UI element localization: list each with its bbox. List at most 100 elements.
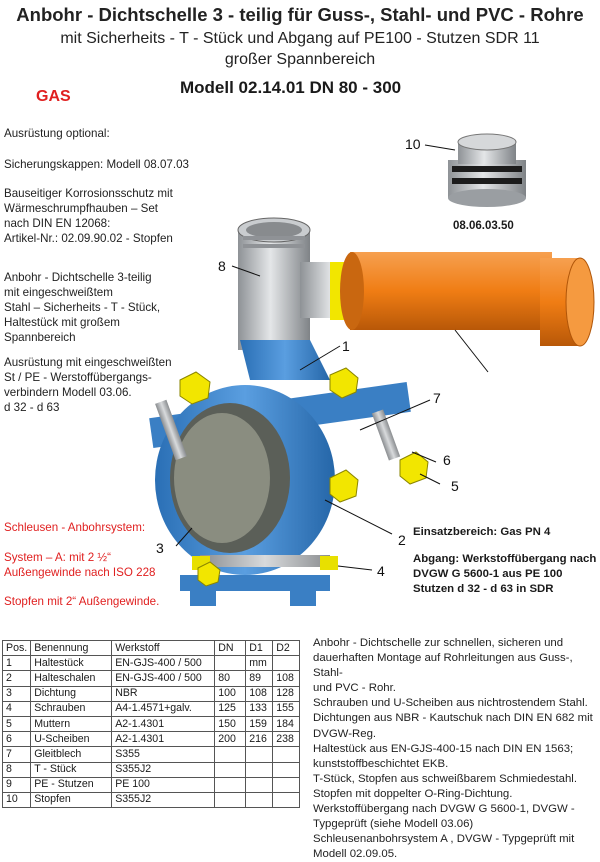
table-cell: EN-GJS-400 / 500	[111, 655, 216, 672]
table-cell: Stopfen	[30, 791, 113, 809]
einsatz-text: Einsatzbereich: Gas PN 4	[413, 526, 551, 538]
stopfen-part	[448, 133, 526, 207]
red-text-2: System – A: mit 2 ½“	[4, 551, 111, 564]
description-line: Typgeprüft (siehe Modell 03.06)	[313, 818, 474, 831]
left-text-10: Haltestück mit großem	[4, 316, 120, 329]
leader-lines	[175, 144, 489, 571]
table-cell	[272, 655, 301, 672]
table-cell: 128	[272, 685, 301, 702]
table-cell: 80	[214, 670, 247, 687]
table-cell	[214, 776, 247, 793]
clamp-body	[149, 340, 411, 606]
table-cell: PE 100	[111, 776, 216, 793]
table-cell: 8	[1, 761, 32, 778]
table-cell: A2-1.4301	[111, 731, 216, 748]
table-cell: S355J2	[111, 791, 216, 809]
pe-stutzen-part	[330, 252, 595, 347]
table-header-cell: D1	[245, 639, 274, 657]
table-header-row: Pos. Benennung Werkstoff DN D1 D2	[1, 639, 301, 657]
table-cell: NBR	[111, 685, 216, 702]
table-cell: 238	[272, 731, 301, 748]
left-text-6: Artikel-Nr.: 02.09.90.02 - Stopfen	[4, 232, 173, 245]
bolts	[155, 367, 429, 587]
table-cell: S355	[111, 746, 216, 763]
table-cell: 89	[245, 670, 274, 687]
left-text-14: verbindern Modell 03.06.	[4, 386, 132, 399]
description-line: kunststoffbeschichtet EKB.	[313, 757, 449, 770]
callout-2: 2	[398, 532, 406, 548]
table-cell: Gleitblech	[30, 746, 113, 763]
stopfen-code: 08.06.03.50	[453, 220, 514, 232]
table-cell: 4	[1, 700, 32, 717]
table-cell: 108	[272, 670, 301, 687]
table-cell: U-Scheiben	[30, 731, 113, 748]
left-text-2: Sicherungskappen: Modell 08.07.03	[4, 158, 189, 171]
table-cell: 7	[1, 746, 32, 763]
left-text-7: Anbohr - Dichtschelle 3-teilig	[4, 271, 152, 284]
description-line: dauerhaften Montage auf Rohrleitungen au…	[313, 652, 573, 680]
table-cell	[272, 761, 301, 778]
left-text-3: Bauseitiger Korrosionsschutz mit	[4, 187, 173, 200]
table-cell: mm	[245, 655, 274, 672]
table-cell: A2-1.4301	[111, 715, 216, 733]
callout-3: 3	[156, 540, 164, 556]
table-cell	[272, 776, 301, 793]
table-cell: 216	[245, 731, 274, 748]
description-line: Werkstoffübergang nach DVGW G 5600-1, DV…	[313, 803, 575, 816]
table-cell: A4-1.4571+galv.	[111, 700, 216, 717]
subtitle-line-1: mit Sicherheits - T - Stück und Abgang a…	[60, 30, 540, 47]
table-cell	[272, 791, 301, 809]
table-cell: 184	[272, 715, 301, 733]
table-cell	[214, 655, 247, 672]
table-cell: 6	[1, 731, 32, 748]
table-cell: Haltestück	[30, 655, 113, 672]
table-cell	[245, 761, 274, 778]
left-text-13: St / PE - Werstoffübergangs-	[4, 371, 152, 384]
abgang-text: Abgang: Werkstoffübergang nach DVGW G 56…	[413, 552, 596, 597]
left-text-5: nach DIN EN 12068:	[4, 217, 111, 230]
callout-4: 4	[377, 563, 385, 579]
callout-8: 8	[218, 258, 226, 274]
table-cell	[245, 746, 274, 763]
left-text-11: Spannbereich	[4, 331, 76, 344]
table-cell: 155	[272, 700, 301, 717]
callout-6: 6	[443, 452, 451, 468]
left-text-1: Ausrüstung optional:	[4, 127, 110, 140]
table-cell: 133	[245, 700, 274, 717]
abgang-line-1: Abgang: Werkstoffübergang nach	[413, 553, 597, 565]
subtitle-line-2: großer Spannbereich	[224, 51, 376, 68]
product-illustration	[149, 133, 595, 606]
table-cell: 200	[214, 731, 247, 748]
callout-1: 1	[342, 338, 350, 354]
table-cell: Dichtung	[30, 685, 113, 702]
table-cell	[214, 746, 247, 763]
description-line: T-Stück, Stopfen aus schweißbarem Schmie…	[313, 772, 578, 785]
table-cell: S355J2	[111, 761, 216, 778]
callout-5: 5	[451, 478, 459, 494]
red-text-4: Stopfen mit 2“ Außengewinde.	[4, 595, 160, 608]
table-cell: EN-GJS-400 / 500	[111, 670, 216, 687]
page-title: Anbohr - Dichtschelle 3 - teilig für Gus…	[16, 4, 584, 25]
left-text-9: Stahl – Sicherheits - T - Stück,	[4, 301, 161, 314]
description-line: und PVC - Rohr.	[313, 682, 396, 695]
table-cell: 5	[1, 715, 32, 733]
table-cell: Muttern	[30, 715, 113, 733]
table-cell	[214, 761, 247, 778]
table-header-cell: Benennung	[30, 639, 113, 657]
left-text-4: Wärmeschrumpfhauben – Set	[4, 202, 159, 215]
model-label: Modell 02.14.01 DN 80 - 300	[180, 78, 402, 97]
description-line: Modell 02.09.05.	[313, 848, 398, 861]
table-cell	[245, 776, 274, 793]
callout-10: 10	[405, 136, 421, 152]
table-cell: 159	[245, 715, 274, 733]
table-cell: 3	[1, 685, 32, 702]
abgang-line-2: DVGW G 5600-1 aus PE 100	[413, 568, 563, 580]
